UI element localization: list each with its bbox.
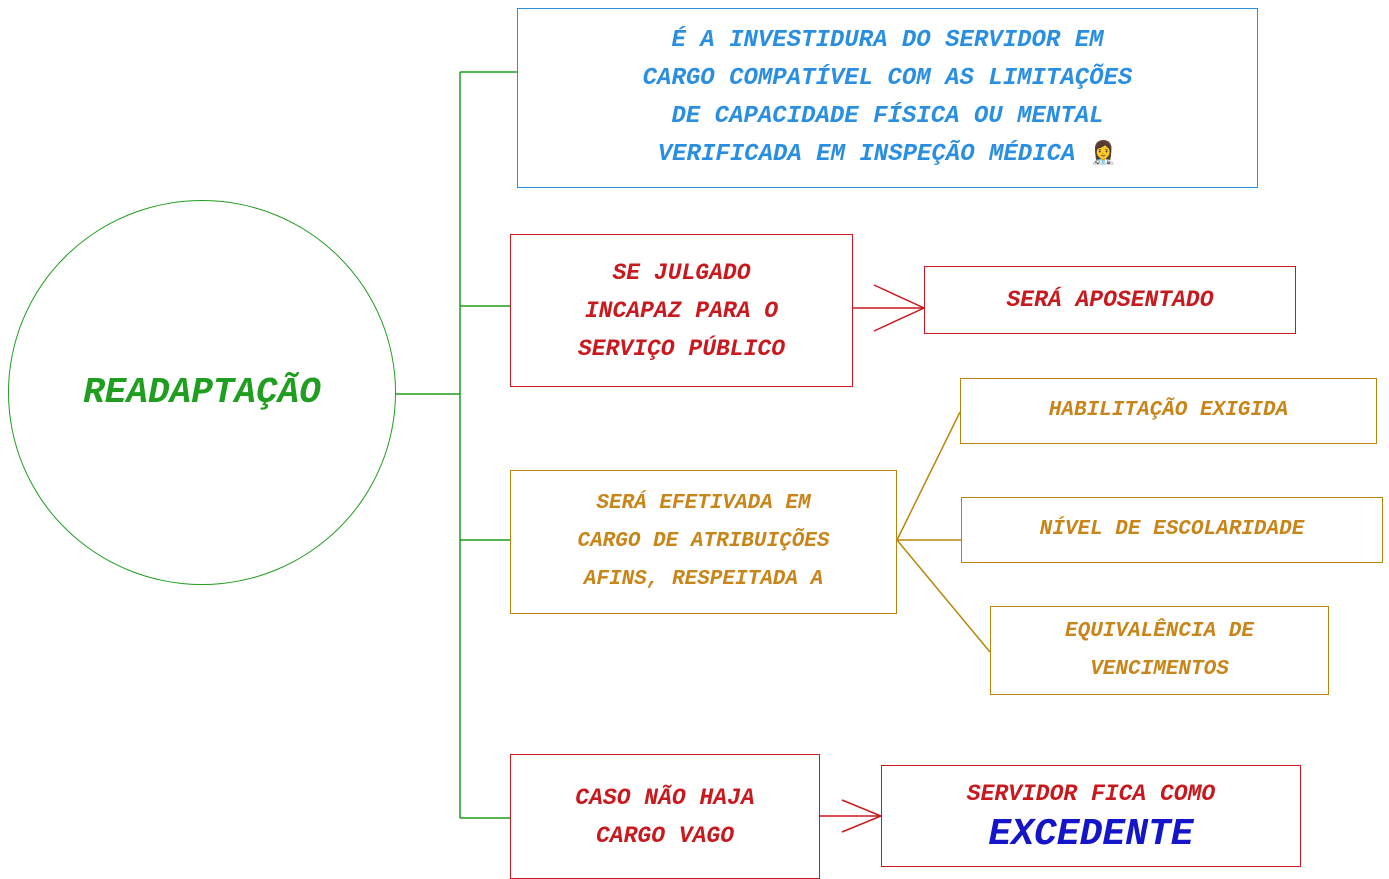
sem-cargo-line: CARGO VAGO [595, 822, 735, 849]
excedente-box: SERVIDOR FICA COMO EXCEDENTE [881, 765, 1301, 867]
central-node-readaptacao: READAPTAÇÃO [8, 200, 396, 585]
vencimentos-line: EQUIVALÊNCIA DE [1064, 619, 1255, 643]
definition-line: VERIFICADA EM INSPEÇÃO MÉDICA 👩‍⚕️ [658, 136, 1117, 174]
sem-cargo-box: CASO NÃO HAJA CARGO VAGO [510, 754, 820, 879]
efetivada-box: SERÁ EFETIVADA EM CARGO DE ATRIBUIÇÕES A… [510, 470, 897, 614]
definition-line: DE CAPACIDADE FÍSICA OU MENTAL [671, 103, 1104, 130]
incapaz-line: SE JULGADO [612, 259, 751, 286]
excedente-emphasis: EXCEDENTE [988, 813, 1194, 856]
definition-box: É A INVESTIDURA DO SERVIDOR EM CARGO COM… [517, 8, 1258, 188]
sem-cargo-line: CASO NÃO HAJA [575, 784, 755, 811]
incapaz-box: SE JULGADO INCAPAZ PARA O SERVIÇO PÚBLIC… [510, 234, 853, 387]
aposentado-label: SERÁ APOSENTADO [1006, 287, 1214, 313]
escolaridade-box: NÍVEL DE ESCOLARIDADE [961, 497, 1383, 563]
efetivada-line: CARGO DE ATRIBUIÇÕES [577, 530, 830, 553]
habilitacao-label: HABILITAÇÃO EXIGIDA [1048, 399, 1289, 422]
vencimentos-line: VENCIMENTOS [1090, 657, 1229, 681]
aposentado-box: SERÁ APOSENTADO [924, 266, 1296, 334]
excedente-line: SERVIDOR FICA COMO [966, 781, 1216, 807]
efetivada-line: SERÁ EFETIVADA EM [596, 492, 811, 515]
incapaz-line: INCAPAZ PARA O [584, 297, 779, 324]
central-label: READAPTAÇÃO [83, 372, 321, 413]
definition-line: É A INVESTIDURA DO SERVIDOR EM [671, 27, 1104, 54]
incapaz-line: SERVIÇO PÚBLICO [577, 335, 786, 362]
escolaridade-label: NÍVEL DE ESCOLARIDADE [1039, 518, 1305, 541]
definition-line: CARGO COMPATÍVEL COM AS LIMITAÇÕES [642, 65, 1133, 92]
vencimentos-box: EQUIVALÊNCIA DE VENCIMENTOS [990, 606, 1329, 695]
habilitacao-box: HABILITAÇÃO EXIGIDA [960, 378, 1377, 444]
health-worker-emoji-icon: 👩‍⚕️ [1089, 142, 1118, 167]
efetivada-line: AFINS, RESPEITADA A [583, 568, 824, 591]
